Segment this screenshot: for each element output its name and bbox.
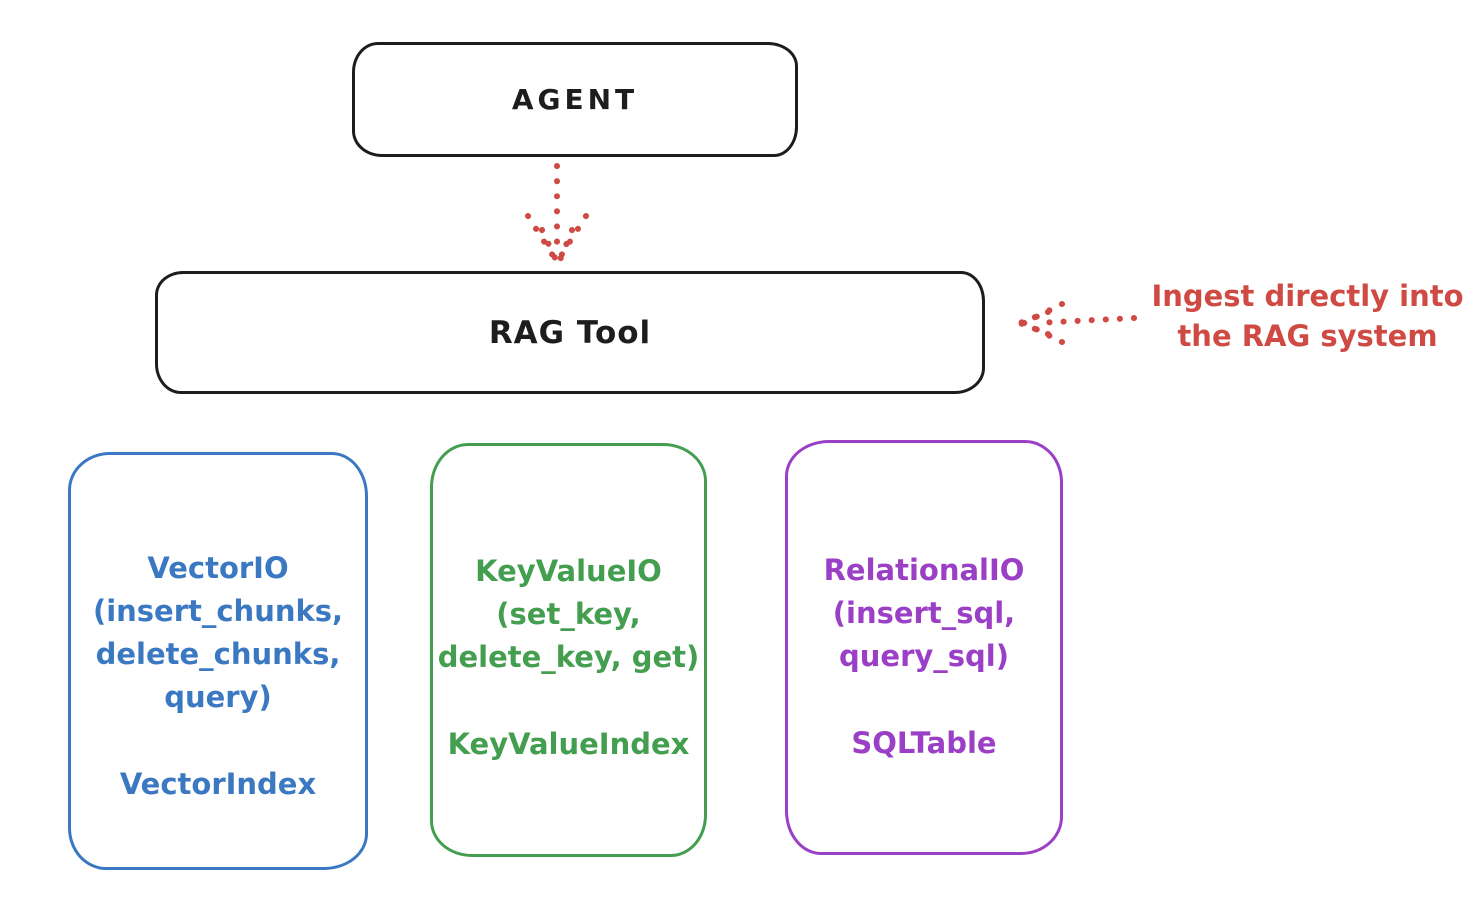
agent-node: AGENT — [352, 42, 798, 157]
relational-io-title-line: RelationalIO — [823, 553, 1025, 587]
rag-tool-node: RAG Tool — [155, 271, 985, 394]
ingest-annotation-line1: Ingest directly into — [1151, 279, 1464, 313]
ingest-annotation-line2: the RAG system — [1177, 319, 1438, 353]
vector-index-label: VectorIndex — [119, 767, 317, 801]
relational-io-methods-line: query_sql) — [839, 639, 1009, 673]
key-value-io-node: KeyValueIO (set_key, delete_key, get) Ke… — [430, 443, 707, 857]
agent-label: AGENT — [511, 83, 639, 116]
vector-io-methods-line: delete_chunks, — [95, 637, 341, 671]
vector-io-methods-line: query) — [164, 680, 272, 714]
vector-io-title-line: VectorIO — [147, 551, 289, 585]
ingest-annotation: Ingest directly into the RAG system — [1135, 276, 1480, 356]
agent-to-ragtool-dotted-arrow-icon — [525, 163, 589, 263]
key-value-io-methods-line: delete_key, get) — [437, 640, 700, 674]
rag-tool-label: RAG Tool — [488, 314, 652, 351]
annotation-to-ragtool-dotted-arrow-icon — [1017, 301, 1137, 345]
sql-table-label: SQLTable — [851, 726, 997, 760]
vector-io-methods-line: (insert_chunks, — [92, 594, 344, 628]
key-value-index-label: KeyValueIndex — [447, 727, 690, 761]
key-value-io-title-line: KeyValueIO — [475, 554, 662, 588]
vector-io-node: VectorIO (insert_chunks, delete_chunks, … — [68, 452, 368, 870]
relational-io-node: RelationalIO (insert_sql, query_sql) SQL… — [785, 440, 1063, 855]
key-value-io-methods-line: (set_key, — [496, 597, 641, 631]
relational-io-methods-line: (insert_sql, — [832, 596, 1016, 630]
